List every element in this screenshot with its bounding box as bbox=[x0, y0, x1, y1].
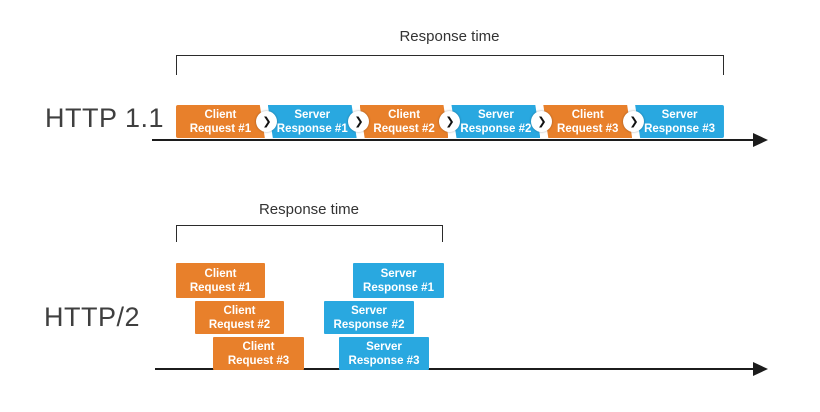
chevron-glyph: ❯ bbox=[445, 116, 455, 128]
label-line1: Client bbox=[242, 340, 275, 353]
chevron-glyph: ❯ bbox=[629, 116, 639, 128]
label-line2: Response #2 bbox=[333, 318, 405, 331]
label-line1: Server bbox=[294, 108, 331, 121]
label-line1: Server bbox=[661, 108, 698, 121]
label-line1: Client bbox=[571, 108, 604, 121]
http11-timeline-arrowhead-icon bbox=[753, 133, 768, 147]
label-line1: Client bbox=[223, 304, 256, 317]
chevron-right-icon: ❯ bbox=[531, 111, 552, 132]
http2-server-response-3-box: Server Response #3 bbox=[339, 337, 429, 370]
http11-server-response-1-box: Server Response #1 bbox=[268, 105, 357, 138]
label-line1: Server bbox=[366, 340, 402, 353]
chevron-right-icon: ❯ bbox=[623, 111, 644, 132]
label-line1: Server bbox=[380, 267, 417, 280]
http2-timeline-arrowhead-icon bbox=[753, 362, 768, 376]
http2-response-time-label: Response time bbox=[258, 201, 360, 218]
http11-server-response-2-box: Server Response #2 bbox=[451, 105, 540, 138]
http2-label: HTTP/2 bbox=[44, 302, 141, 332]
chevron-right-icon: ❯ bbox=[256, 111, 277, 132]
label-line2: Request #2 bbox=[373, 122, 435, 135]
label-line1: Server bbox=[351, 304, 387, 317]
label-line2: Request #3 bbox=[227, 354, 290, 367]
chevron-right-icon: ❯ bbox=[348, 111, 369, 132]
label-line2: Request #1 bbox=[189, 122, 252, 135]
http2-timeline bbox=[155, 368, 753, 370]
http2-server-response-2-box: Server Response #2 bbox=[324, 301, 414, 334]
http11-response-time-label: Response time bbox=[399, 28, 500, 45]
label-line2: Response #1 bbox=[276, 122, 348, 135]
chevron-glyph: ❯ bbox=[262, 116, 272, 128]
http2-server-response-1-box: Server Response #1 bbox=[353, 263, 444, 298]
http2-client-request-1-box: Client Request #1 bbox=[176, 263, 265, 298]
http11-response-time-bracket bbox=[176, 55, 724, 75]
label-line2: Response #3 bbox=[348, 354, 420, 367]
http11-message-band: Client Request #1 Server Response #1 Cli… bbox=[176, 105, 724, 138]
http11-client-request-3-box: Client Request #3 bbox=[543, 105, 632, 138]
label-line2: Response #3 bbox=[644, 122, 716, 135]
label-line2: Request #2 bbox=[208, 318, 271, 331]
chevron-right-icon: ❯ bbox=[439, 111, 460, 132]
chevron-glyph: ❯ bbox=[537, 116, 547, 128]
http11-label: HTTP 1.1 bbox=[45, 103, 165, 133]
label-line1: Client bbox=[388, 108, 421, 121]
http11-client-request-1-box: Client Request #1 bbox=[176, 105, 265, 138]
http11-timeline bbox=[152, 139, 753, 141]
label-line2: Response #1 bbox=[363, 281, 434, 294]
http2-client-request-3-box: Client Request #3 bbox=[213, 337, 304, 370]
label-line1: Server bbox=[477, 108, 514, 121]
label-line2: Response #2 bbox=[460, 122, 532, 135]
label-line1: Client bbox=[204, 108, 237, 121]
label-line2: Request #3 bbox=[557, 122, 619, 135]
http11-client-request-2-box: Client Request #2 bbox=[360, 105, 449, 138]
http2-client-request-2-box: Client Request #2 bbox=[195, 301, 284, 334]
label-line2: Request #1 bbox=[189, 281, 252, 294]
chevron-glyph: ❯ bbox=[354, 116, 364, 128]
label-line1: Client bbox=[204, 267, 237, 280]
http11-server-response-3-box: Server Response #3 bbox=[635, 105, 724, 138]
http2-response-time-bracket bbox=[176, 225, 443, 242]
